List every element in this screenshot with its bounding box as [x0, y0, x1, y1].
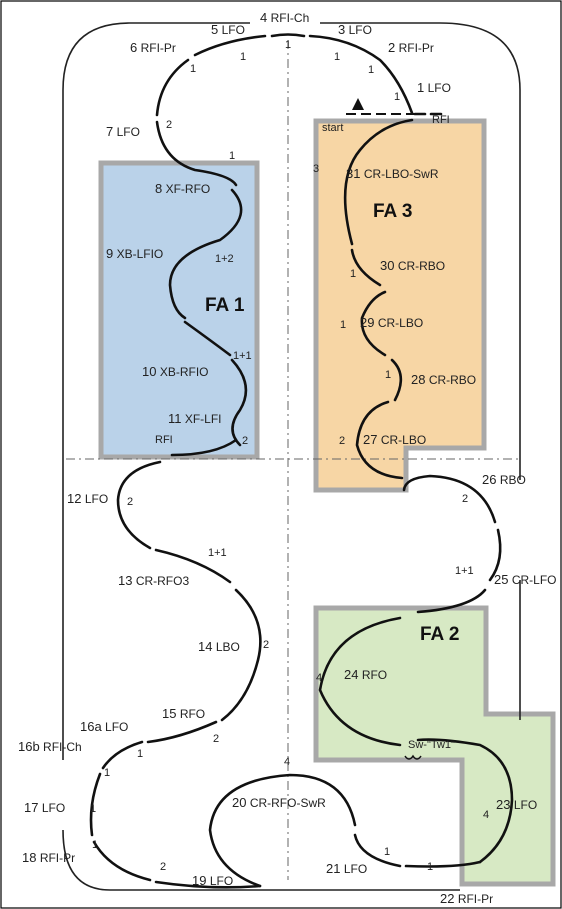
element-9-label: 9 XB-LFIO: [106, 246, 163, 261]
element-16b-label: 16b RFI-Ch: [18, 739, 82, 754]
count-12: 2: [127, 496, 133, 508]
count-21: 1: [384, 846, 390, 858]
start-label: start: [322, 122, 343, 134]
count-18: 1: [92, 839, 98, 851]
element-21-label: 21 LFO: [326, 861, 367, 876]
element-2-label: 2 RFI-Pr: [388, 40, 434, 55]
count-26: 2: [462, 493, 468, 505]
rfi-mid-label: RFI: [155, 434, 173, 446]
count-10: 1+1: [233, 350, 252, 362]
element-23-label: 23 LFO: [496, 797, 537, 812]
element-27-label: 27 CR-LBO: [363, 432, 426, 447]
fa3-label: FA 3: [373, 201, 412, 222]
count-6: 1: [190, 63, 196, 75]
count-16a: 1: [137, 748, 143, 760]
pattern-traces: [89, 33, 514, 889]
count-31: 3: [313, 163, 319, 175]
element-25-label: 25 CR-LFO: [494, 572, 556, 587]
count-5: 1: [240, 51, 246, 63]
rfi-top-label: RFI: [432, 114, 450, 126]
twizzle-mark-icon: [404, 754, 422, 760]
count-3: 1: [334, 51, 340, 63]
element-29-label: 29 CR-LBO: [360, 315, 423, 330]
element-3-label: 3 LFO: [338, 22, 372, 37]
count-29: 1: [340, 319, 346, 331]
count-9: 1+2: [215, 253, 234, 265]
count-13: 1+1: [208, 547, 227, 559]
element-1-label: 1 LFO: [417, 80, 451, 95]
count-2: 1: [368, 64, 374, 76]
focus-area-2-box: [313, 605, 556, 887]
element-5-label: 5 LFO: [211, 22, 245, 37]
element-16a-label: 16a LFO: [80, 719, 128, 734]
element-28-label: 28 CR-RBO: [411, 372, 476, 387]
element-22-label: 22 RFI-Pr: [440, 891, 493, 906]
element-13-label: 13 CR-RFO3: [118, 573, 189, 588]
count-19: 2: [160, 861, 166, 873]
element-19-label: 19 LFO: [192, 873, 233, 888]
focus-area-3-box: [313, 118, 487, 493]
element-31-label: 31 CR-LBO-SwR: [346, 166, 439, 181]
count-1: 1: [394, 91, 400, 103]
count-8: 1: [229, 150, 235, 162]
count-22: 1: [427, 861, 433, 873]
rink-outline: [62, 22, 521, 891]
count-17: 1: [90, 803, 96, 815]
element-11-label: 11 XF-LFI: [168, 411, 222, 426]
element-4-label: 4 RFI-Ch: [260, 10, 309, 25]
element-15-label: 15 RFO: [162, 706, 205, 721]
count-15: 2: [213, 733, 219, 745]
count-30: 1: [350, 268, 356, 280]
element-12-label: 12 LFO: [67, 491, 108, 506]
element-20-label: 20 CR-RFO-SwR: [232, 795, 326, 810]
element-18-label: 18 RFI-Pr: [22, 850, 75, 865]
count-28: 1: [385, 369, 391, 381]
element-30-label: 30 CR-RBO: [380, 258, 445, 273]
element-26-label: 26 RBO: [482, 472, 526, 487]
fa1-label: FA 1: [205, 295, 245, 316]
count-25: 1+1: [455, 565, 474, 577]
element-8-label: 8 XF-RFO: [155, 181, 210, 196]
element-24-label: 24 RFO: [344, 667, 387, 682]
count-27: 2: [339, 435, 345, 447]
fa2-label: FA 2: [420, 624, 459, 645]
element-6-label: 6 RFI-Pr: [130, 40, 176, 55]
element-14-label: 14 LBO: [198, 639, 240, 654]
element-7-label: 7 LFO: [106, 124, 140, 139]
count-20: 4: [284, 756, 290, 768]
count-24: 4: [316, 672, 322, 684]
start-triangle-icon: [352, 98, 364, 110]
count-4: 1: [285, 39, 291, 51]
step-counts: 1 1 1 1 1 1 2 1 1+2 1+1 2 2 1+1 2 2 1 1 …: [90, 39, 489, 873]
element-labels: 1 LFO 2 RFI-Pr 3 LFO 4 RFI-Ch 5 LFO 6 RF…: [18, 10, 556, 906]
element-17-label: 17 LFO: [24, 800, 65, 815]
count-7: 2: [166, 119, 172, 131]
count-16b: 1: [104, 767, 110, 779]
count-14: 2: [263, 639, 269, 651]
count-11: 2: [242, 435, 248, 447]
count-23: 4: [483, 809, 489, 821]
switch-twizzle-label: Sw-"Tw1": [408, 739, 455, 751]
element-10-label: 10 XB-RFIO: [142, 364, 208, 379]
